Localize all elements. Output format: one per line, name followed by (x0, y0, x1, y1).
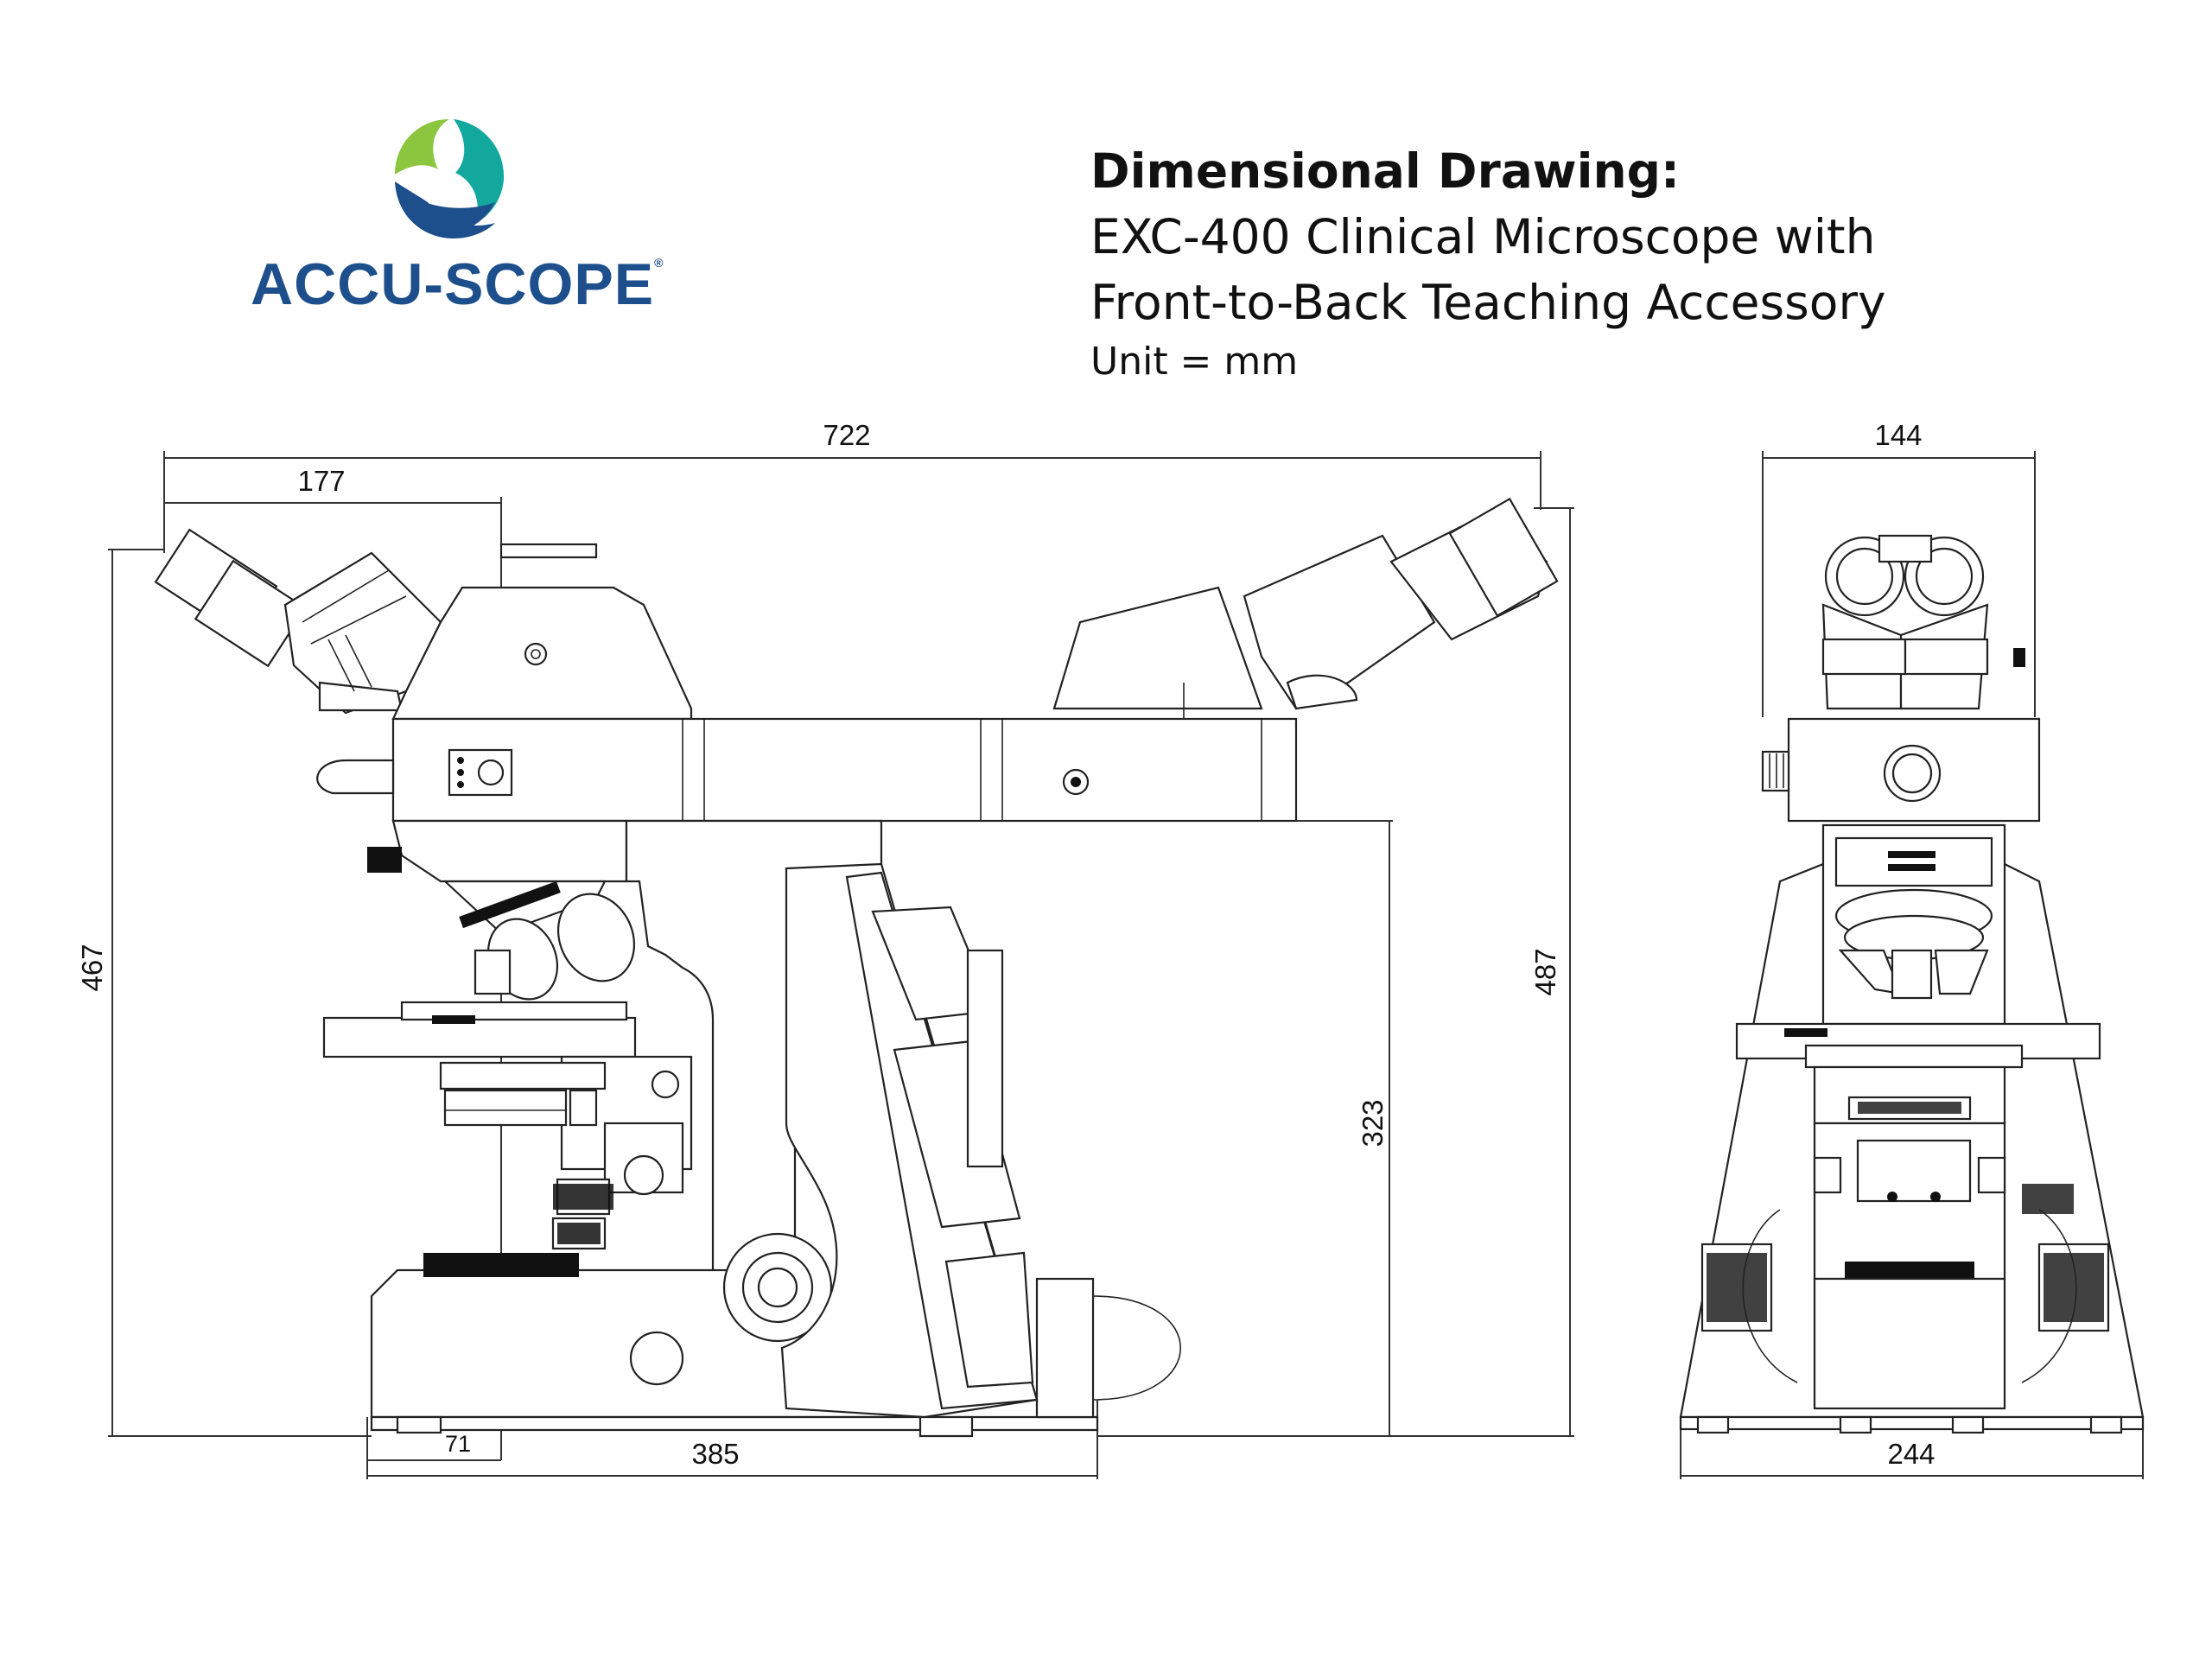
front-view-dimensions: 144 244 (1680, 419, 2144, 1479)
product-title-line-1: EXC-400 Clinical Microscope with (1090, 209, 1876, 264)
microscope-side-view (154, 497, 1559, 1438)
front-nosepiece (1821, 823, 2006, 1026)
dim-left-height: 467 (76, 944, 108, 991)
dim-eyepiece-offset: 177 (297, 465, 345, 497)
brand-name: ACCU-SCOPE (251, 251, 655, 317)
stage (322, 1001, 693, 1250)
nosepiece (367, 819, 636, 1001)
teaching-head (1052, 497, 1559, 799)
front-eyepieces (1821, 534, 2025, 710)
drawing-heading: Dimensional Drawing: (1090, 143, 1680, 199)
base (370, 1232, 1182, 1438)
brand-wordmark: ACCU-SCOPE® (251, 251, 664, 318)
dim-right-height: 487 (1529, 948, 1561, 995)
dim-total-width: 722 (823, 419, 870, 451)
front-base (1679, 1277, 2145, 1434)
lamp-housing (780, 862, 1039, 1419)
dim-base-offset: 71 (445, 1431, 471, 1457)
product-title-line-2: Front-to-Back Teaching Accessory (1090, 275, 1886, 330)
front-stage (1735, 1022, 2101, 1125)
dim-head-width: 144 (1874, 419, 1922, 451)
dim-base-depth: 385 (691, 1438, 739, 1470)
registered-mark: ® (654, 256, 664, 270)
teaching-bridge (316, 717, 1298, 823)
front-head-block (1761, 717, 2041, 823)
title-block: Dimensional Drawing: EXC-400 Clinical Mi… (1090, 138, 1886, 389)
dim-base-width: 244 (1887, 1438, 1935, 1470)
dim-arm-height: 323 (1357, 1099, 1389, 1147)
microscope-front-view (1679, 534, 2145, 1434)
accu-scope-logo-icon (395, 119, 505, 238)
stand-arm (625, 819, 883, 1298)
unit-note: Unit = mm (1090, 340, 1299, 384)
left-binocular-head (154, 528, 442, 715)
